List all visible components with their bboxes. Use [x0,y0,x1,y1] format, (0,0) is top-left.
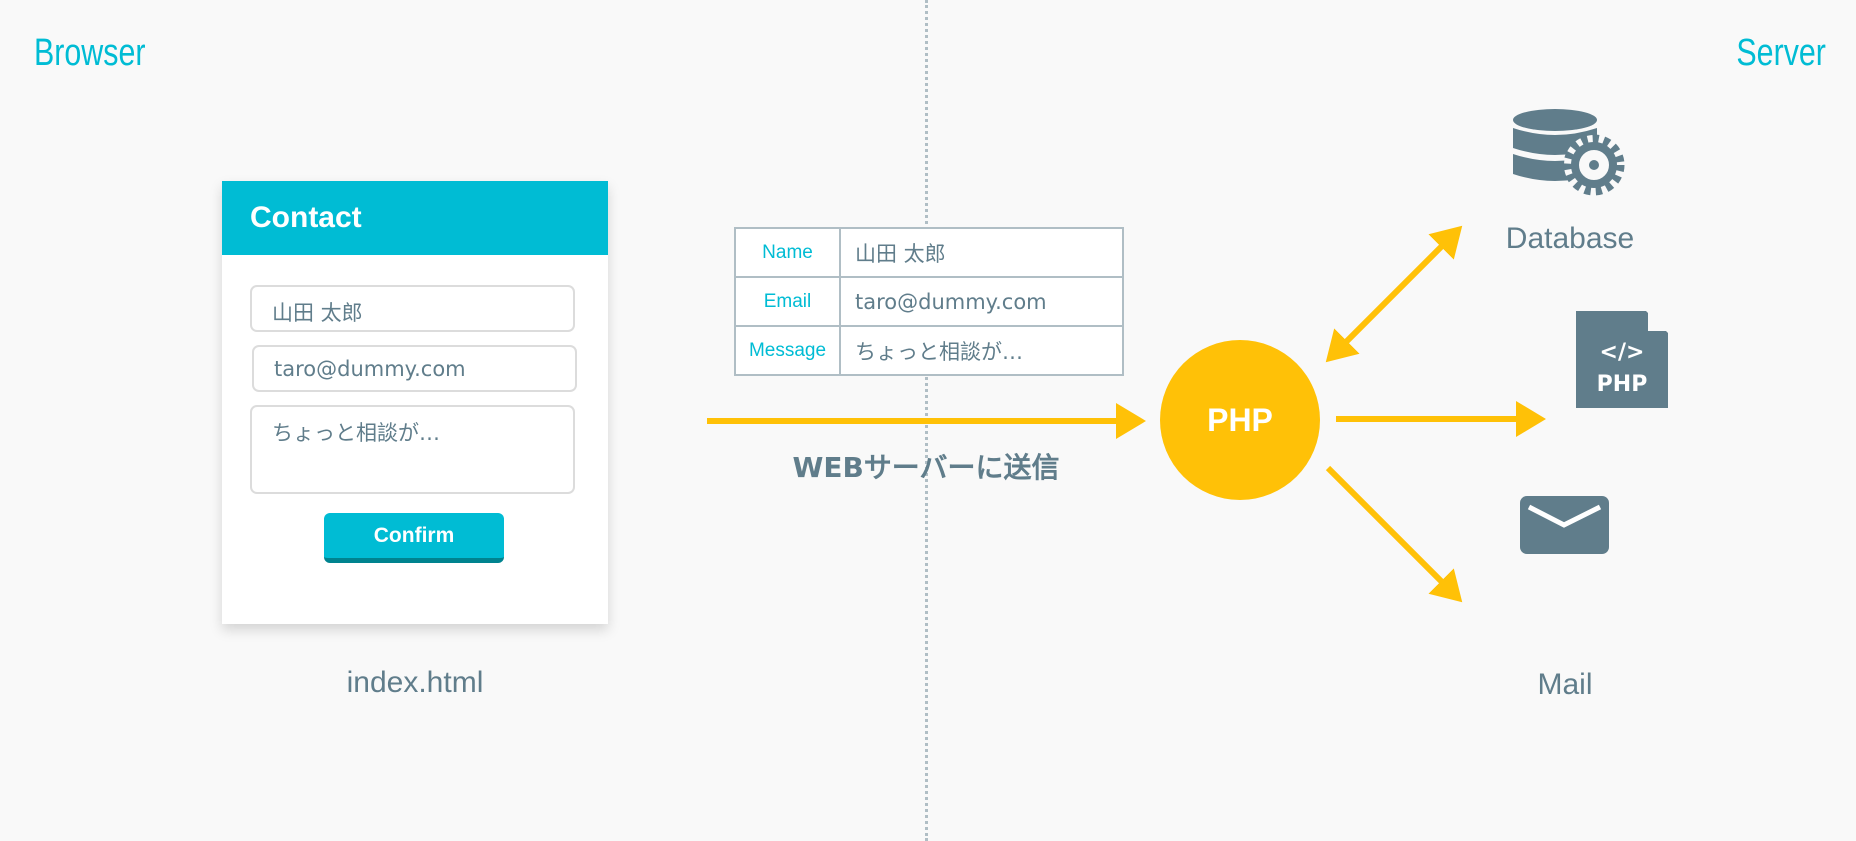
row-key: Email [734,276,841,327]
row-key: Name [734,227,841,278]
mail-label: Mail [1537,668,1593,701]
server-title: Server [1736,32,1826,74]
form-title: Contact [222,181,608,255]
name-input[interactable]: 山田 太郎 [250,285,575,332]
php-file-icon [1576,311,1668,408]
row-value: taro@dummy.com [839,276,1124,327]
row-value: 山田 太郎 [839,227,1124,278]
php-file-code: </> [1599,340,1645,365]
database-arrow [1325,225,1463,363]
file-label: index.html [346,666,484,699]
database-label: Database [1505,222,1635,255]
php-file-label: PHP [1596,372,1648,397]
browser-title: Browser [34,32,146,74]
send-label: WEBサーバーに送信 [792,451,1060,484]
row-key: Message [734,325,841,376]
email-input[interactable]: taro@dummy.com [252,345,577,392]
php-processor: PHP [1160,340,1320,500]
message-textarea[interactable]: ちょっと相談が… [250,405,575,494]
mail-icon [1520,496,1609,554]
database-icon [1513,109,1625,196]
mail-arrow [1325,465,1463,603]
confirm-button[interactable]: Confirm [324,513,504,563]
row-value: ちょっと相談が… [839,325,1124,376]
contact-form-card: Contact 山田 太郎 taro@dummy.com ちょっと相談が… Co… [222,181,608,624]
